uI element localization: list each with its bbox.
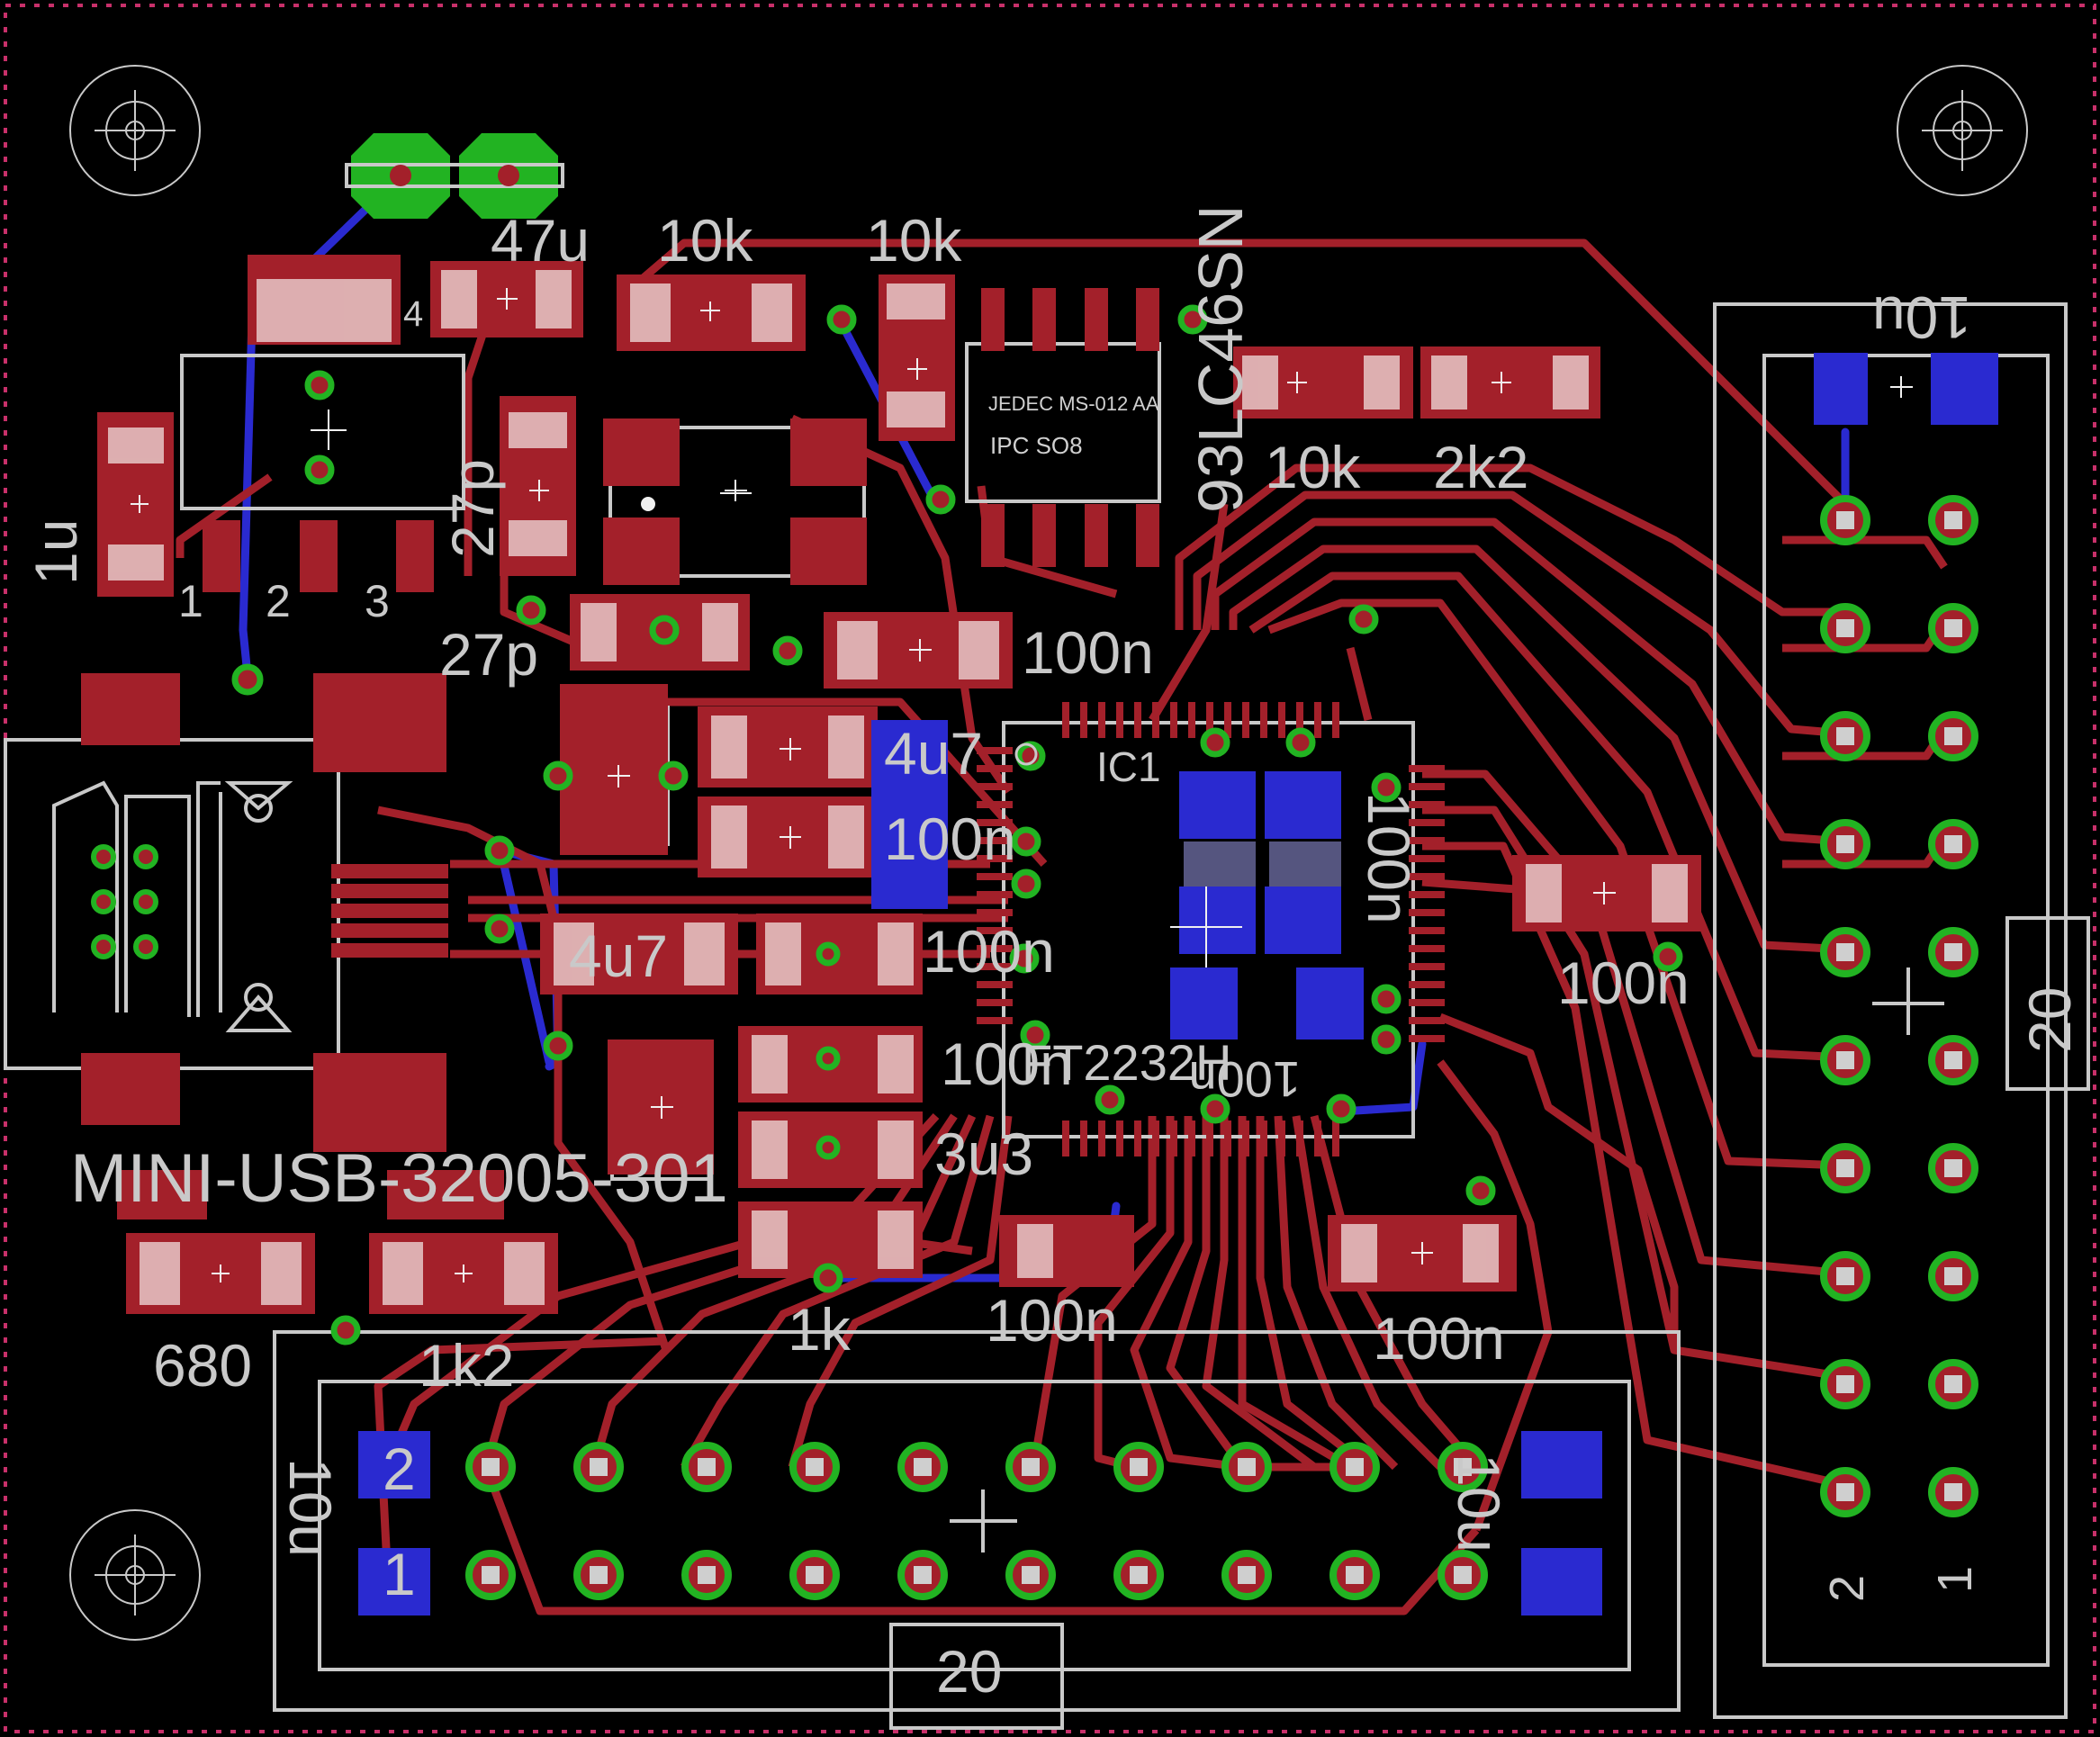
bottom-pad-overlays <box>1184 842 1341 886</box>
label-reg-pin3: 3 <box>365 576 390 626</box>
label-4u7-a: 4u7 <box>884 720 983 787</box>
label-1k: 1k <box>788 1296 852 1363</box>
label-680: 680 <box>153 1332 252 1399</box>
label-reg-pin2: 2 <box>266 576 291 626</box>
label-ft2232h: FT2232H <box>1022 1034 1231 1091</box>
label-3u3: 3u3 <box>934 1120 1033 1187</box>
bottom-header-pin-holes <box>482 1458 1472 1584</box>
board-outline <box>4 4 2096 1733</box>
power-jumper-pins <box>345 133 564 219</box>
vias <box>231 304 1683 1346</box>
label-10u-bottom-right: 10u <box>1446 1454 1512 1552</box>
label-bottom-header-20: 20 <box>936 1638 1002 1705</box>
usb-pin-vias <box>91 844 158 959</box>
label-100n-d: 100n <box>941 1030 1073 1097</box>
label-47u: 47u <box>491 207 590 274</box>
label-reg-pin4: 4 <box>403 294 423 334</box>
component-body-overlays <box>108 270 1688 1305</box>
component-center-marks <box>131 288 1913 1282</box>
label-1k2: 1k2 <box>419 1332 514 1399</box>
label-10u-bottom-left: 10u <box>277 1458 344 1557</box>
label-jedec: JEDEC MS-012 AA <box>988 392 1159 415</box>
label-reg-pin1: 1 <box>178 576 203 626</box>
label-100n-ic: 100n <box>1356 792 1422 924</box>
label-100n-g: 100n <box>1373 1305 1505 1372</box>
label-10k-b: 10k <box>866 207 962 274</box>
label-right-header-pin1: 1 <box>1928 1566 1982 1593</box>
label-right-header-pin2: 2 <box>1820 1575 1874 1602</box>
label-100n-b: 100n <box>884 806 1016 872</box>
label-4u7-b: 4u7 <box>569 922 668 989</box>
label-bottom-header-pin1: 1 <box>383 1541 416 1607</box>
label-100n-e: 100n <box>1188 1051 1301 1108</box>
label-10k-c: 10k <box>1265 434 1361 500</box>
mounting-hole-top-right <box>1897 65 2028 196</box>
crystal-dot <box>641 497 655 511</box>
label-10u-top-right: 10u <box>1872 284 1971 351</box>
label-ic1: IC1 <box>1096 743 1161 790</box>
ic1-pin1-marker <box>1014 742 1038 766</box>
label-10k-a: 10k <box>657 207 753 274</box>
usb-connector-silk <box>52 780 293 1032</box>
label-100n-c: 100n <box>923 918 1055 985</box>
mounting-hole-top-left <box>69 65 201 196</box>
label-27p-b: 27p <box>439 621 538 688</box>
label-100n-a: 100n <box>1022 619 1154 686</box>
label-ipc-so8: IPC SO8 <box>990 432 1083 459</box>
right-header-pin-holes <box>1836 511 1962 1501</box>
bottom-smd-pads <box>358 353 1998 1616</box>
label-100n-right: 100n <box>1557 950 1690 1016</box>
label-100n-f: 100n <box>986 1287 1118 1354</box>
label-usb-connector: MINI-USB-32005-301 <box>70 1140 728 1217</box>
label-2k2: 2k2 <box>1433 434 1528 500</box>
label-right-header-20: 20 <box>2016 987 2083 1053</box>
mounting-hole-bottom-left <box>69 1509 201 1641</box>
label-eeprom: 93LC46SN <box>1185 205 1256 513</box>
label-27p-a: 27p <box>439 459 506 558</box>
label-bottom-header-pin2: 2 <box>383 1436 416 1502</box>
label-1u: 1u <box>23 519 89 585</box>
